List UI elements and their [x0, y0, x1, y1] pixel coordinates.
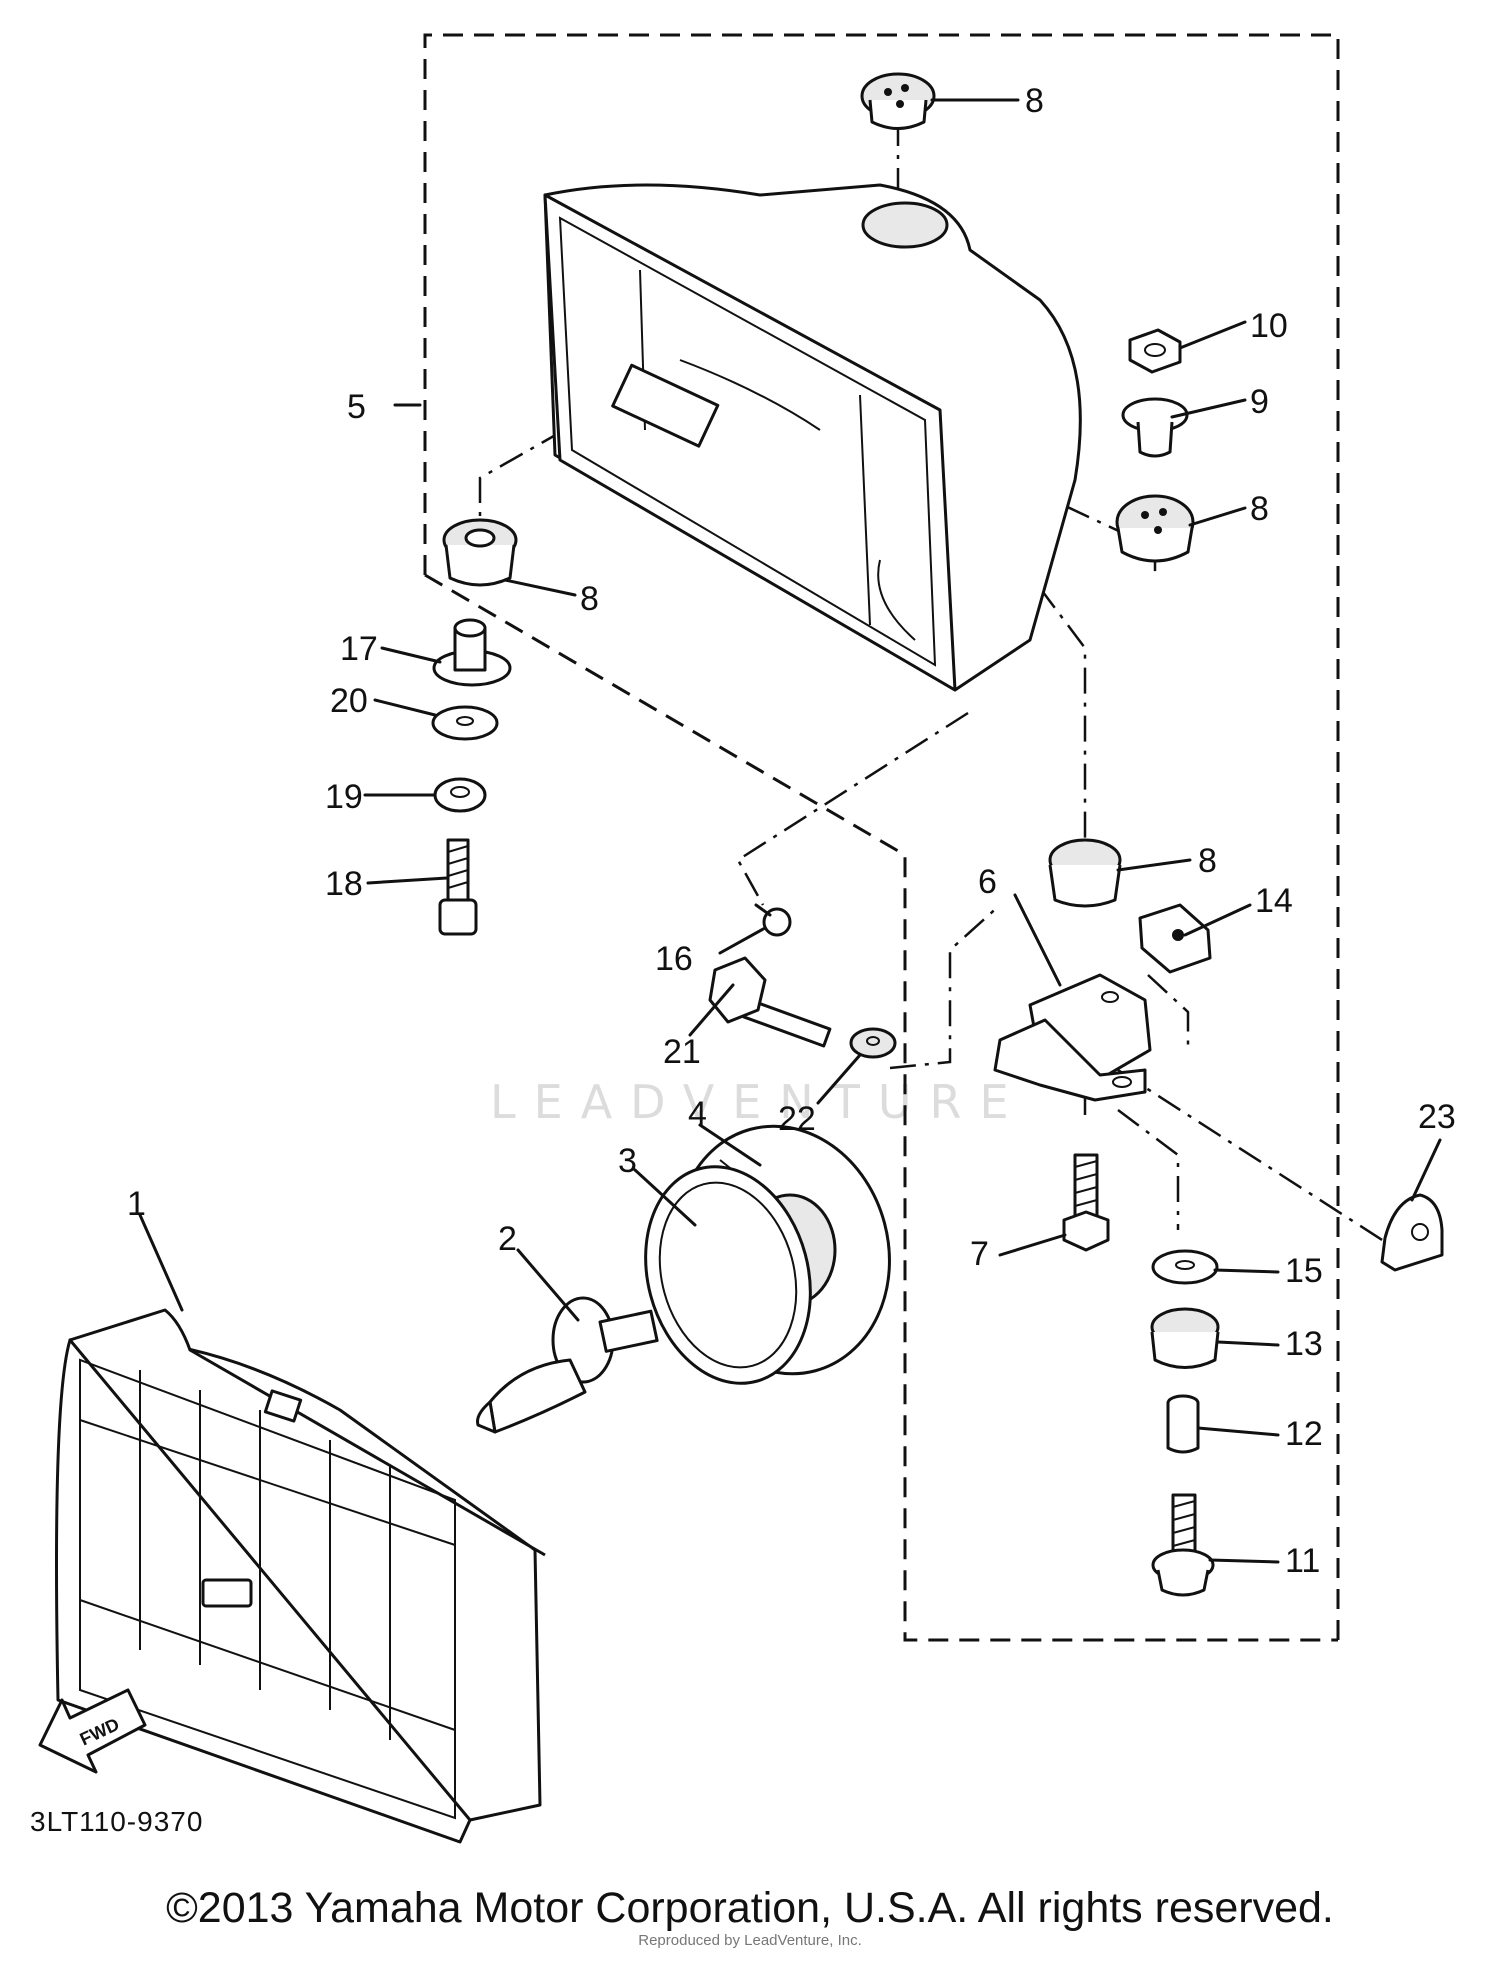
- grommet-left: [442, 518, 518, 587]
- callout-16: 16: [655, 940, 693, 978]
- callout-15: 15: [1285, 1252, 1323, 1290]
- callout-18: 18: [325, 865, 363, 903]
- callout-7: 7: [970, 1235, 989, 1273]
- grommet-bracket: [1048, 838, 1122, 908]
- bracket-bolt: [1062, 1153, 1110, 1252]
- spacer-collar: [1166, 1394, 1200, 1454]
- left-washer: [431, 705, 499, 741]
- grommet-top: [860, 72, 936, 130]
- callout-17: 17: [340, 630, 378, 668]
- headlight-housing: [543, 183, 1082, 692]
- callout-8-bracket: 8: [1198, 842, 1217, 880]
- leader-lines: [138, 98, 1442, 1564]
- bracket-washer: [1151, 1249, 1219, 1285]
- headlight-lens-unit: [55, 1308, 546, 1844]
- callout-9: 9: [1250, 383, 1269, 421]
- left-collar: [432, 618, 512, 687]
- left-bolt: [438, 838, 478, 936]
- grommet-right: [1115, 494, 1195, 563]
- callout-2: 2: [498, 1220, 517, 1258]
- callout-10: 10: [1250, 307, 1288, 345]
- assembly-boundary-upper: [423, 33, 1340, 1640]
- callout-5: 5: [347, 388, 366, 426]
- callout-22: 22: [778, 1100, 816, 1138]
- callout-23: 23: [1418, 1098, 1456, 1136]
- callout-3: 3: [618, 1142, 637, 1180]
- diagram-code: 3LT110-9370: [30, 1806, 204, 1837]
- bracket-clip: [1380, 1193, 1444, 1272]
- callout-8-right: 8: [1250, 490, 1269, 528]
- plain-washer: [849, 1027, 897, 1059]
- retaining-ring: [644, 1165, 812, 1385]
- copyright-notice: ©2013 Yamaha Motor Corporation, U.S.A. A…: [166, 1884, 1334, 1932]
- adjusting-bolt: [708, 956, 832, 1048]
- small-screw: [754, 903, 792, 937]
- callout-20: 20: [330, 682, 368, 720]
- callout-1: 1: [127, 1185, 146, 1223]
- callout-8-left: 8: [580, 580, 599, 618]
- headlight-bulb: [476, 1296, 659, 1434]
- callout-8-top: 8: [1025, 82, 1044, 120]
- left-lock-washer: [433, 777, 487, 813]
- callout-12: 12: [1285, 1415, 1323, 1453]
- mounting-bolt: [1151, 1493, 1215, 1597]
- nut: [1128, 328, 1182, 374]
- watermark-text: LEADVENTURE: [490, 1075, 1027, 1129]
- callout-6: 6: [978, 863, 997, 901]
- reproduced-notice: Reproduced by LeadVenture, Inc.: [638, 1932, 862, 1949]
- collar: [1121, 397, 1189, 458]
- callout-4: 4: [688, 1095, 707, 1133]
- callout-14: 14: [1255, 882, 1293, 920]
- bracket-grommet: [1150, 1307, 1220, 1369]
- bracket-nut: [1138, 903, 1212, 974]
- callout-11: 11: [1285, 1542, 1320, 1580]
- headlight-bracket: [993, 973, 1152, 1102]
- callout-19: 19: [325, 778, 363, 816]
- callout-13: 13: [1285, 1325, 1323, 1363]
- callout-21: 21: [663, 1033, 701, 1071]
- assembly-boundary-lower: [424, 573, 1338, 1642]
- callout-numbers: 8 10 9 8 5 8 8 14 6 17 20 19 18 16 21 22…: [127, 82, 1456, 1580]
